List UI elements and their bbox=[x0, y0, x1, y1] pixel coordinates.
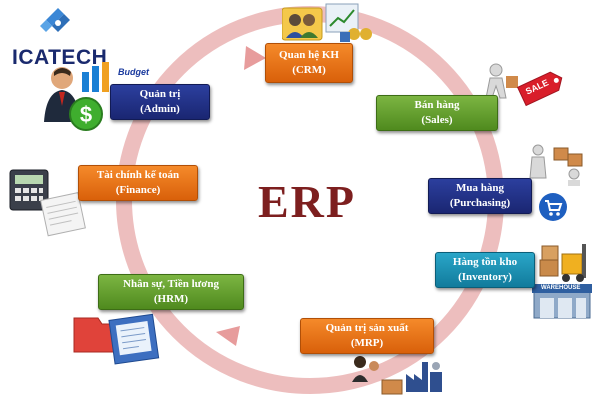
inventory-forklift-icon bbox=[539, 244, 586, 282]
hrm-folder-document-icon bbox=[73, 313, 160, 365]
module-finance-title: Tài chính kế toán bbox=[96, 169, 180, 181]
module-crm-title: Quan hệ KH bbox=[279, 49, 339, 61]
module-finance[interactable]: Tài chính kế toán (Finance) bbox=[78, 165, 198, 201]
logo-text: ICATECH bbox=[12, 46, 108, 69]
module-purchasing[interactable]: Mua hàng (Purchasing) bbox=[428, 178, 532, 214]
mrp-factory-icon bbox=[352, 356, 442, 395]
module-sales[interactable]: Bán hàng (Sales) bbox=[376, 95, 498, 131]
module-hrm[interactable]: Nhân sự, Tiền lương (HRM) bbox=[98, 274, 244, 310]
module-inventory-subtitle: (Inventory) bbox=[458, 271, 512, 283]
cycle-arrowhead-top bbox=[244, 46, 266, 70]
module-finance-subtitle: (Finance) bbox=[115, 184, 161, 196]
module-purchasing-title: Mua hàng bbox=[456, 182, 504, 194]
module-hrm-title: Nhân sự, Tiền lương bbox=[123, 278, 219, 290]
module-crm-subtitle: (CRM) bbox=[292, 64, 326, 76]
module-hrm-subtitle: (HRM) bbox=[153, 293, 189, 305]
purchasing-boxes-icon bbox=[529, 144, 583, 186]
budget-label: Budget bbox=[118, 67, 149, 77]
module-admin-subtitle: (Admin) bbox=[140, 103, 180, 115]
warehouse-icon bbox=[532, 284, 592, 319]
module-mrp-title: Quản trị sản xuất bbox=[325, 322, 409, 334]
module-mrp[interactable]: Quản trị sản xuất (MRP) bbox=[300, 318, 434, 354]
module-admin-title: Quản trị bbox=[139, 88, 181, 100]
module-admin[interactable]: Quản trị (Admin) bbox=[110, 84, 210, 120]
erp-center-label: ERP bbox=[258, 176, 356, 227]
svg-text:$: $ bbox=[80, 102, 92, 127]
module-inventory-title: Hàng tồn kho bbox=[452, 256, 518, 268]
module-sales-subtitle: (Sales) bbox=[421, 114, 453, 126]
finance-calculator-icon bbox=[9, 169, 86, 237]
module-purchasing-subtitle: (Purchasing) bbox=[449, 197, 511, 209]
cycle-arrowhead-bottom bbox=[216, 326, 240, 346]
module-crm[interactable]: Quan hệ KH (CRM) bbox=[265, 43, 353, 83]
warehouse-sign-text: WAREHOUSE bbox=[541, 285, 581, 291]
shopping-cart-icon bbox=[539, 193, 567, 221]
logo-mark-icon bbox=[40, 8, 70, 32]
icatech-logo[interactable]: ICATECH bbox=[8, 4, 118, 69]
module-mrp-subtitle: (MRP) bbox=[350, 337, 384, 349]
module-sales-title: Bán hàng bbox=[414, 99, 460, 111]
module-inventory[interactable]: Hàng tồn kho (Inventory) bbox=[435, 252, 535, 288]
crm-people-chart-icon bbox=[282, 3, 372, 42]
sales-sale-tag-icon bbox=[485, 63, 563, 107]
admin-businessman-dollar-icon: $ bbox=[44, 62, 109, 131]
